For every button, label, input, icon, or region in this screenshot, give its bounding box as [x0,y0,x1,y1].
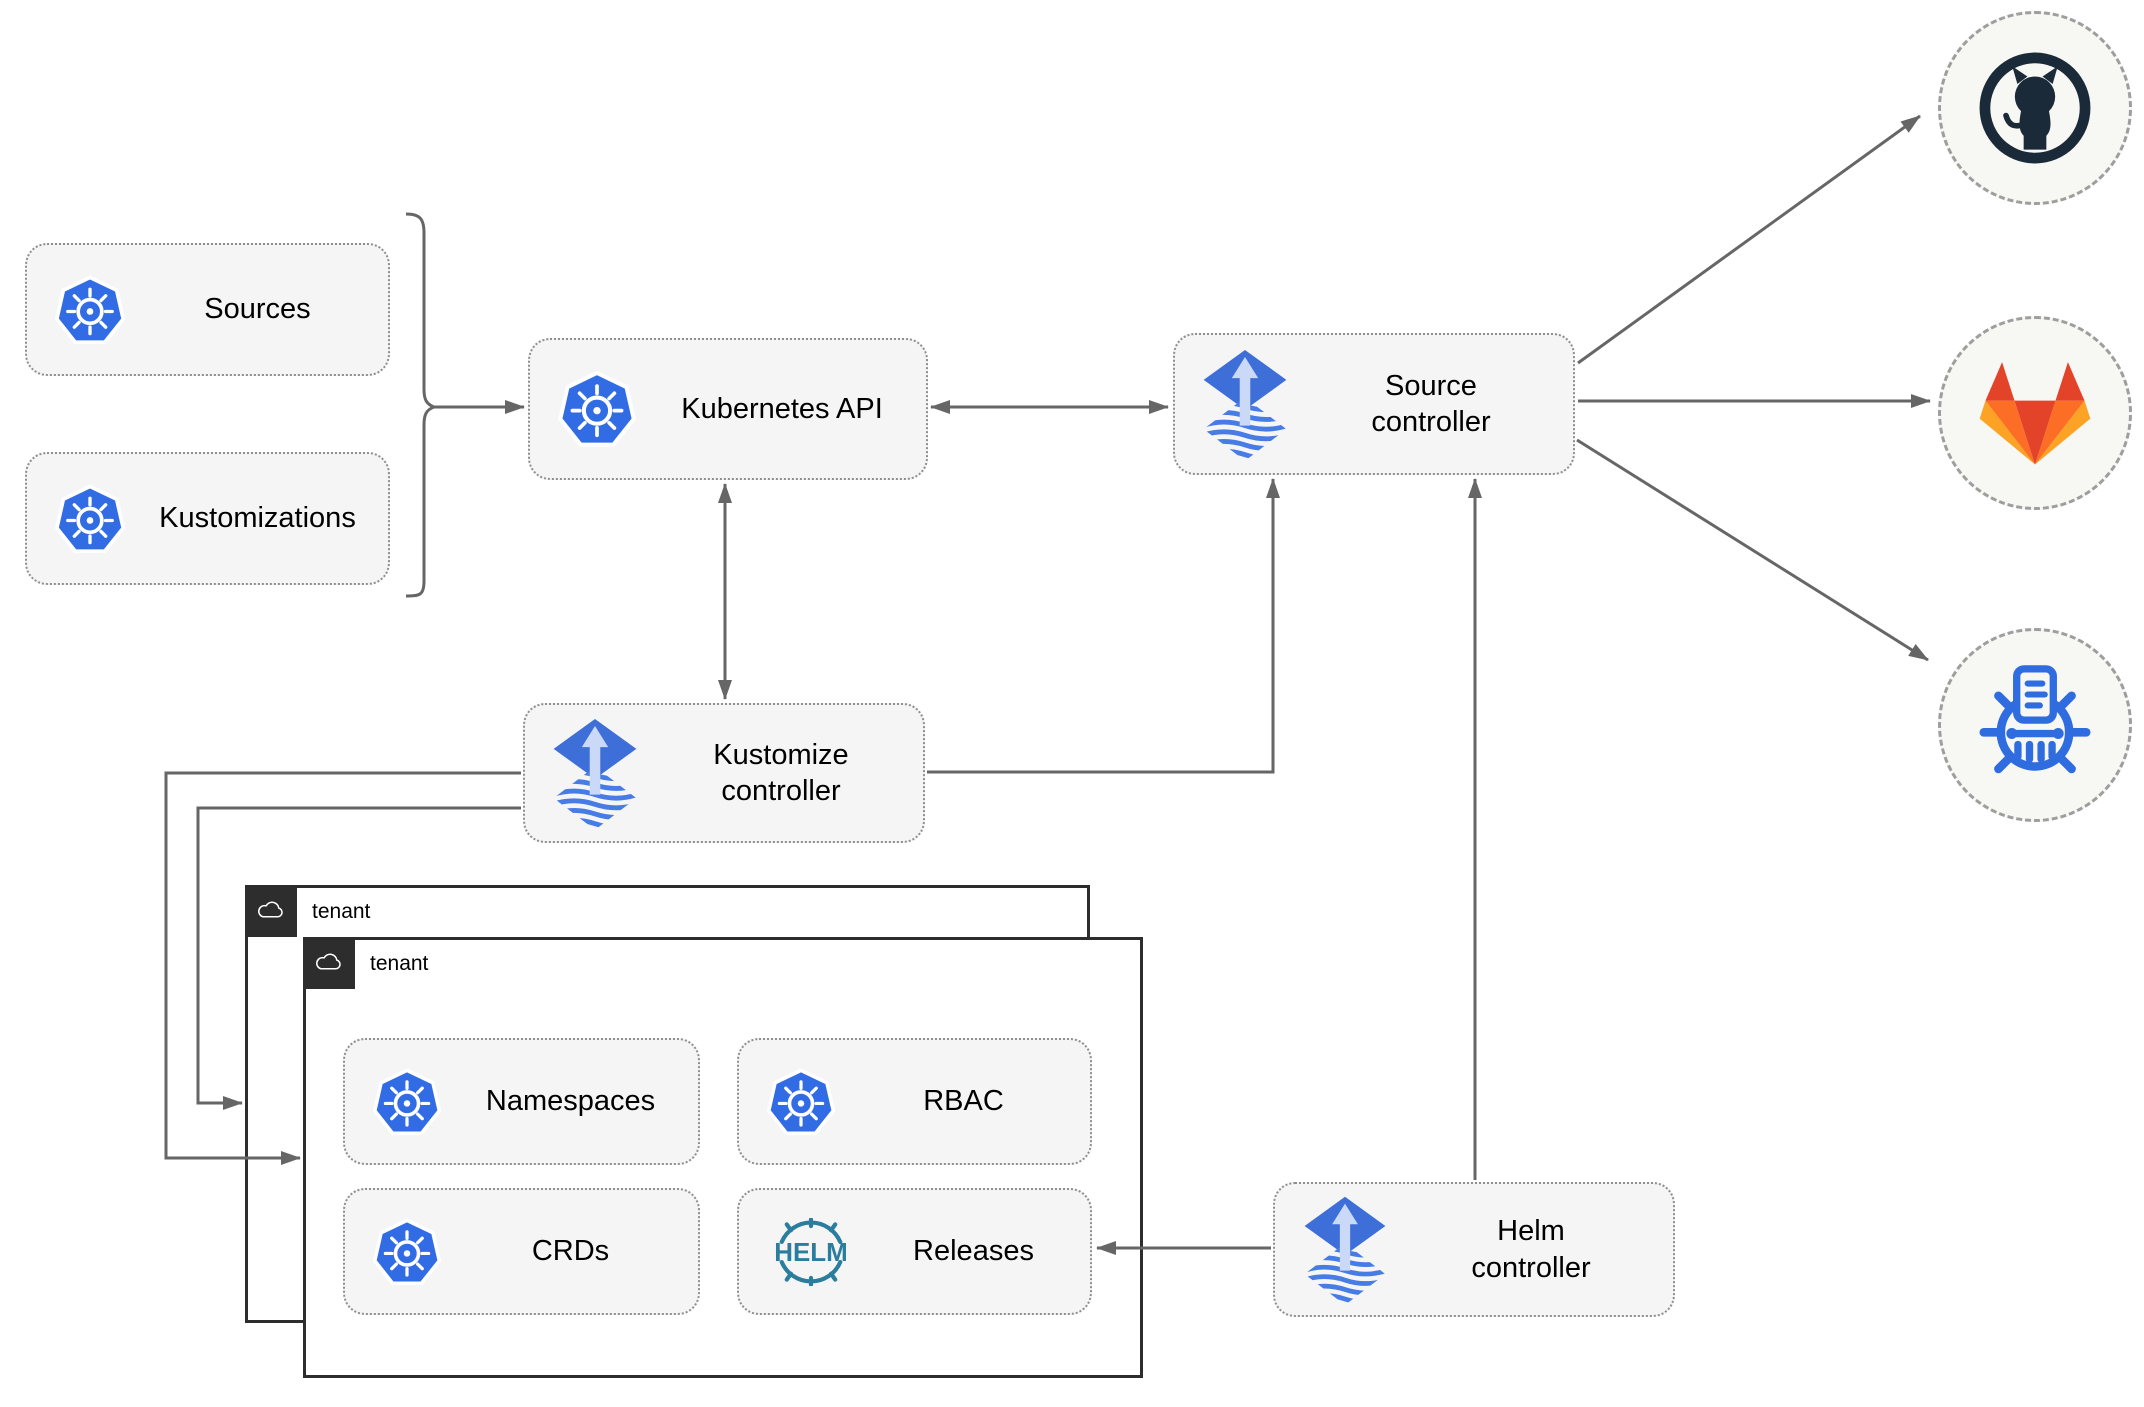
node-source-controller-label: Source controller [1371,369,1491,438]
edge-sources-kustomizations-brace [405,212,439,598]
node-kustomize-controller: Kustomize controller [523,703,925,843]
kubernetes-icon [556,367,638,451]
node-releases: HELM Releases [737,1188,1092,1315]
tenant-header [245,885,297,937]
node-crds-label: CRDs [531,1235,610,1268]
node-namespaces: Namespaces [343,1038,700,1165]
flux-icon [551,717,639,830]
node-kustomize-controller-label: Kustomize controller [713,738,849,807]
node-crds: CRDs [343,1188,700,1315]
endpoint-gitlab [1938,316,2132,510]
edge-kustomize-controller-to-source-controller [927,478,1280,774]
cloud-icon [254,899,288,923]
node-kubernetes-api: Kubernetes API [528,338,928,480]
kubernetes-icon [53,481,127,557]
kubernetes-icon [371,1065,443,1139]
node-rbac-label: RBAC [923,1085,1004,1118]
node-rbac: RBAC [737,1038,1092,1165]
node-kustomizations-label: Kustomizations [159,502,356,535]
endpoint-helm-repository [1938,628,2132,822]
node-sources-label: Sources [204,293,311,326]
flux-icon [1301,1195,1389,1305]
edge-source-controller-to-github [1577,114,1921,365]
node-releases-label: Releases [913,1235,1034,1268]
endpoint-github [1938,11,2132,205]
tenant-header [303,937,355,989]
kubernetes-icon [53,272,127,348]
kubernetes-icon [371,1215,443,1289]
helm-repository-icon [1974,664,2096,786]
tenant-label: tenant [312,900,371,923]
helm-wordmark: HELM [774,1239,847,1267]
github-icon [1972,45,2098,171]
helm-icon: HELM [774,1217,848,1286]
node-namespaces-label: Namespaces [485,1085,656,1118]
gitlab-icon [1979,359,2091,467]
cloud-icon [312,951,346,975]
node-kustomizations: Kustomizations [25,452,390,585]
node-helm-controller-label: Helm controller [1471,1215,1591,1284]
node-kubernetes-api-label: Kubernetes API [681,392,883,425]
kubernetes-icon [765,1065,837,1139]
node-helm-controller: Helm controller [1273,1182,1675,1317]
node-sources: Sources [25,243,390,376]
node-source-controller: Source controller [1173,333,1575,475]
edge-source-controller-to-helm-repository [1576,438,1929,662]
flux-icon [1201,348,1289,461]
tenant-label: tenant [370,952,429,975]
